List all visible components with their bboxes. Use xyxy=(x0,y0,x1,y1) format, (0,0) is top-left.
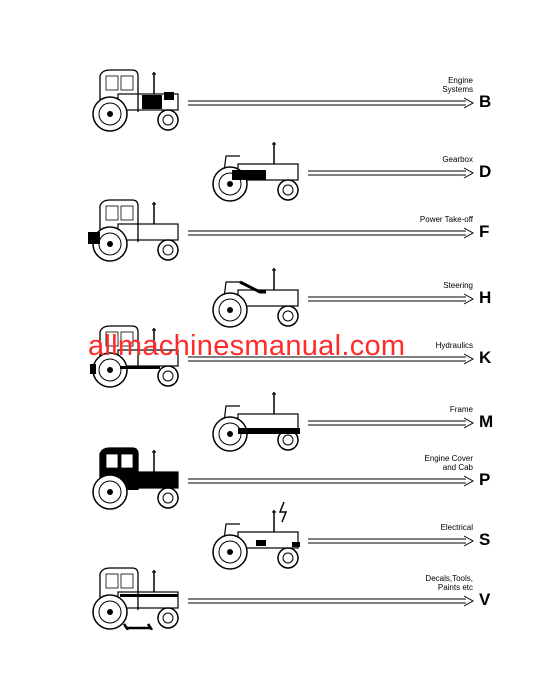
section-letter[interactable]: K xyxy=(479,348,492,367)
section-label: Engine Systems xyxy=(442,76,473,94)
section-label: Decals,Tools, Paints etc xyxy=(425,574,473,592)
tractor-illustration xyxy=(80,440,190,510)
arrow-icon xyxy=(188,352,475,365)
section-label: Power Take-off xyxy=(419,215,473,224)
arrow-icon xyxy=(188,594,475,607)
arrow-icon xyxy=(188,474,475,487)
tractor-illustration xyxy=(200,132,310,202)
arrow-icon xyxy=(308,292,475,305)
section-label: Frame xyxy=(449,405,473,414)
section-label: Electrical xyxy=(440,523,473,532)
watermark: allmachinesmanual.com xyxy=(88,330,406,362)
tractor-illustration xyxy=(80,192,190,262)
tractor-illustration xyxy=(200,258,310,328)
section-label: Hydraulics xyxy=(435,341,473,350)
section-letter[interactable]: D xyxy=(479,162,492,181)
section-letter[interactable]: V xyxy=(479,590,491,609)
section-letter[interactable]: P xyxy=(479,470,491,489)
arrow-icon xyxy=(188,226,475,239)
section-letter[interactable]: F xyxy=(479,222,490,241)
arrow-icon xyxy=(308,416,475,429)
tractor-illustration xyxy=(80,318,190,388)
section-letter[interactable]: H xyxy=(479,288,492,307)
section-letter[interactable]: M xyxy=(479,412,494,431)
section-label: Engine Cover and Cab xyxy=(424,454,473,472)
section-label: Gearbox xyxy=(442,155,473,164)
section-letter[interactable]: B xyxy=(479,92,492,111)
tractor-illustration xyxy=(200,500,310,570)
arrow-icon xyxy=(188,96,475,109)
section-letter[interactable]: S xyxy=(479,530,491,549)
arrow-icon xyxy=(308,534,475,547)
tractor-illustration xyxy=(80,62,190,132)
tractor-illustration xyxy=(200,382,310,452)
arrow-icon xyxy=(308,166,475,179)
tractor-illustration xyxy=(80,560,190,631)
section-label: Steering xyxy=(443,281,473,290)
